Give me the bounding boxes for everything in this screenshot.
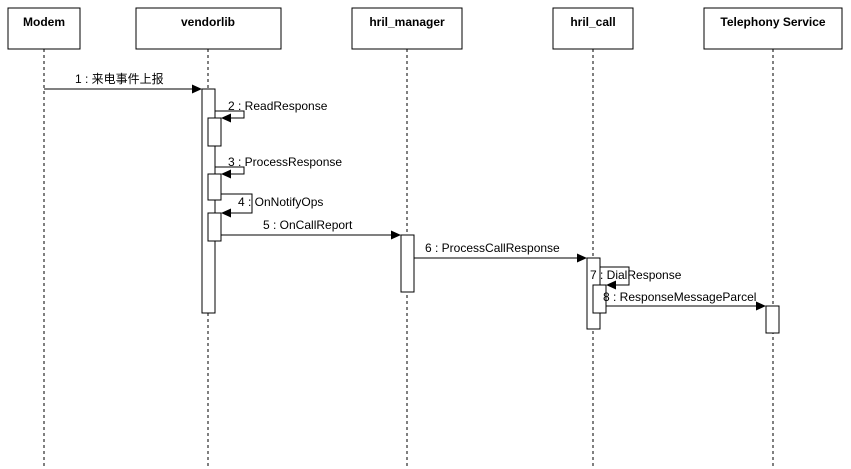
- message-1: 1 : 来电事件上报: [44, 71, 202, 94]
- arrowhead: [221, 208, 231, 218]
- participant-vendorlib: vendorlib: [135, 7, 282, 50]
- message-3: 3 : ProcessResponse: [215, 155, 342, 179]
- message-label: 6 : ProcessCallResponse: [425, 241, 560, 255]
- participant-label: Modem: [23, 15, 65, 29]
- arrowhead: [391, 230, 401, 240]
- message-4: 4 : OnNotifyOps: [221, 193, 323, 218]
- participant-label: Telephony Service: [720, 15, 825, 29]
- message-label: 5 : OnCallReport: [263, 218, 353, 232]
- arrowhead: [192, 84, 202, 94]
- message-label: 3 : ProcessResponse: [228, 155, 342, 169]
- participant-hril-call: hril_call: [552, 7, 634, 50]
- message-5: 5 : OnCallReport: [221, 218, 401, 240]
- message-8: 8 : ResponseMessageParcel: [603, 290, 766, 311]
- message-label: 4 : OnNotifyOps: [238, 195, 323, 209]
- participant-label: vendorlib: [181, 15, 235, 29]
- activation-vendorlib-processresponse: [207, 173, 222, 201]
- activation-vendorlib-readresponse: [207, 117, 222, 147]
- participant-modem: Modem: [7, 7, 81, 50]
- participant-hril-manager: hril_manager: [351, 7, 463, 50]
- message-label: 7 : DialResponse: [590, 268, 682, 282]
- arrowhead: [756, 301, 766, 311]
- message-2: 2 : ReadResponse: [215, 99, 328, 123]
- arrowhead: [577, 253, 587, 263]
- arrowhead: [221, 169, 231, 179]
- message-label: 2 : ReadResponse: [228, 99, 328, 113]
- activation-hril-call-dialresponse: [592, 284, 607, 314]
- activation-vendorlib-onnotifyops: [207, 212, 222, 242]
- message-label: 8 : ResponseMessageParcel: [603, 290, 756, 304]
- arrowhead: [221, 113, 231, 123]
- message-6: 6 : ProcessCallResponse: [414, 241, 587, 263]
- participant-telephony-service: Telephony Service: [703, 7, 843, 50]
- participant-label: hril_call: [570, 15, 615, 29]
- activation-telephony-service: [765, 305, 780, 334]
- activation-hril-manager: [400, 234, 415, 293]
- arrowhead: [606, 280, 616, 290]
- message-label: 1 : 来电事件上报: [75, 71, 164, 86]
- message-7: 7 : DialResponse: [590, 266, 682, 290]
- participant-label: hril_manager: [369, 15, 445, 29]
